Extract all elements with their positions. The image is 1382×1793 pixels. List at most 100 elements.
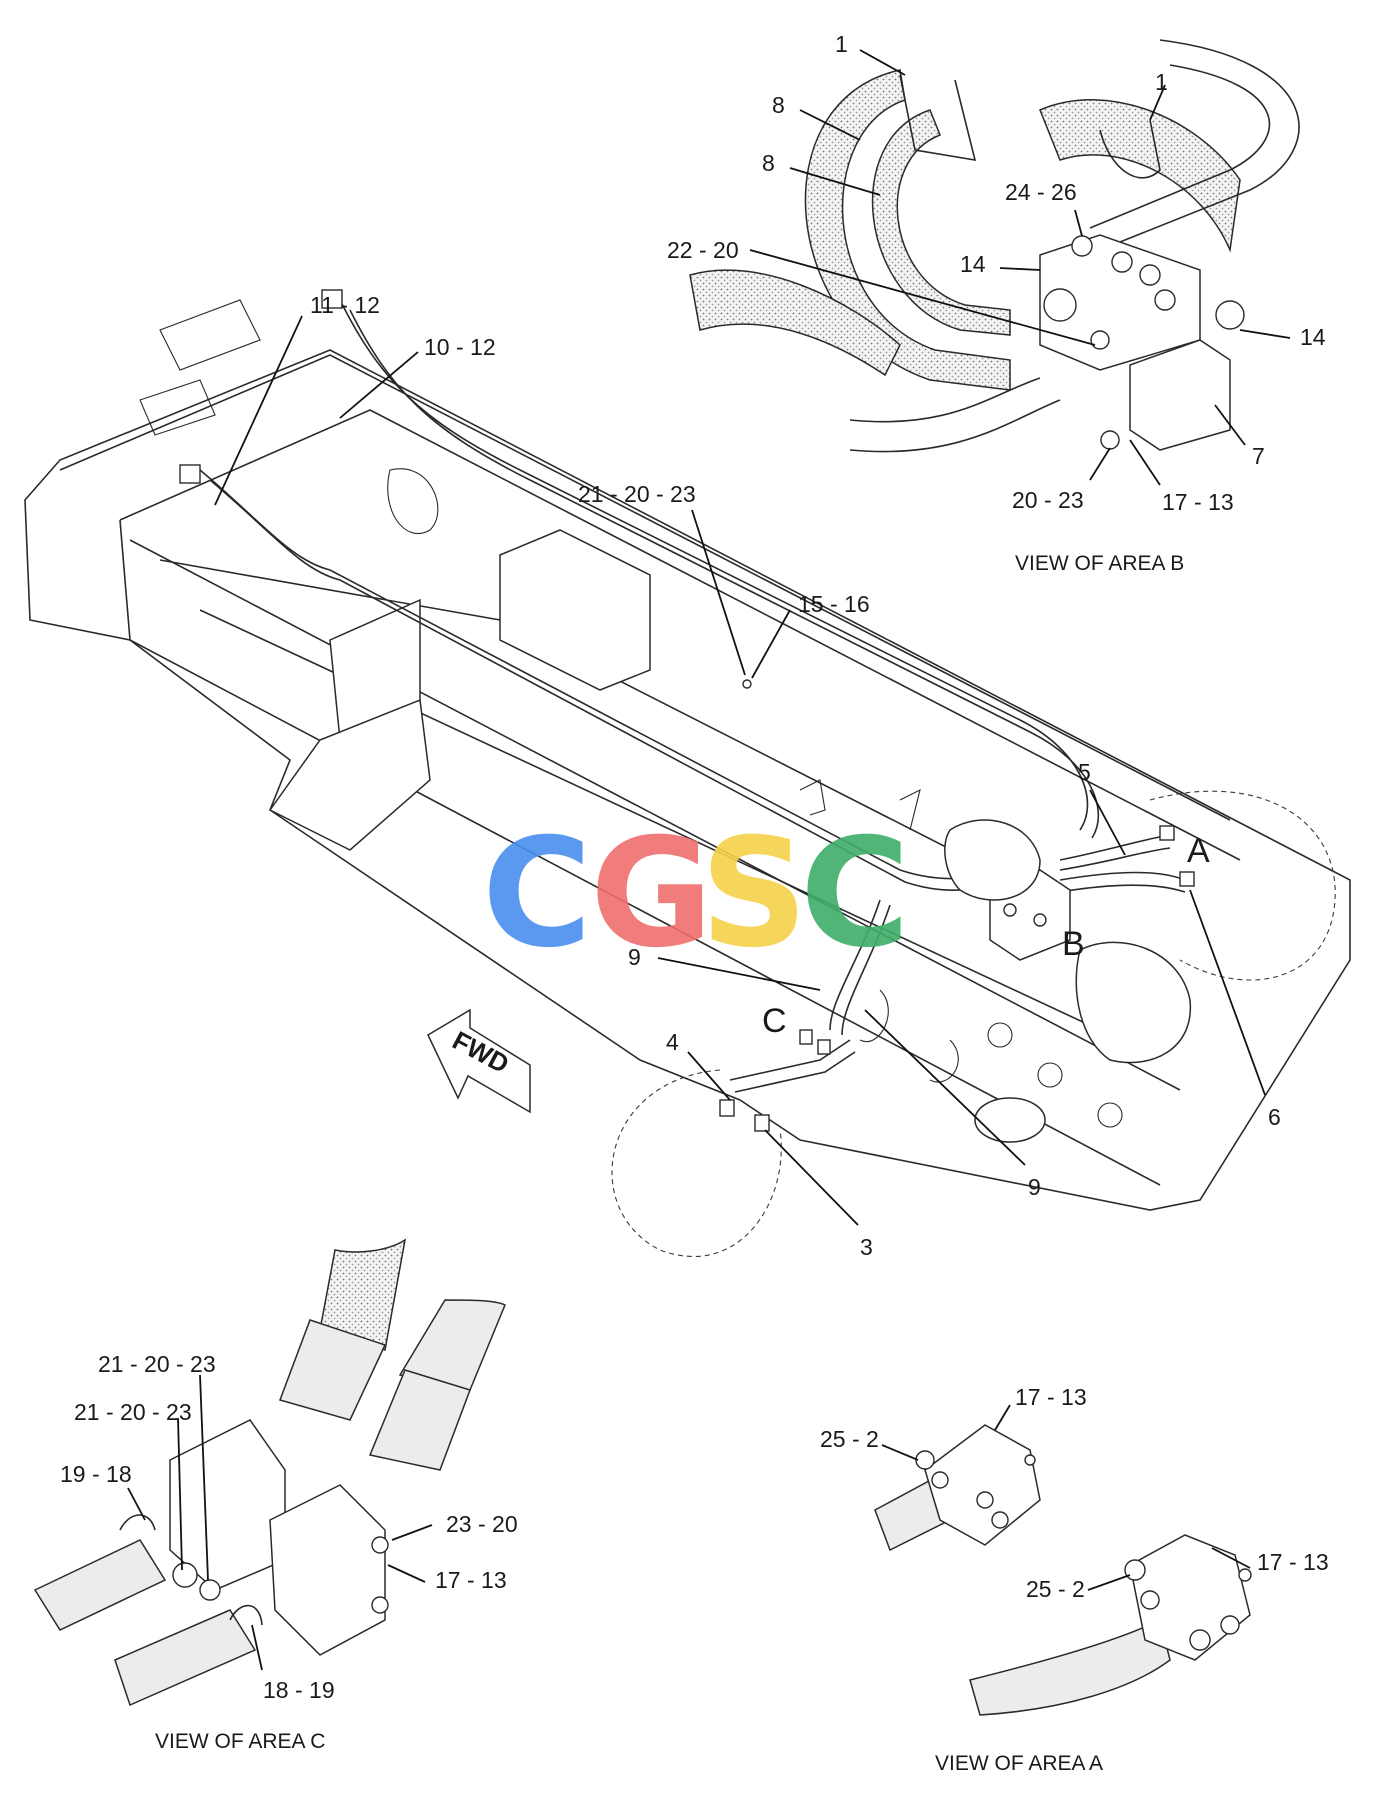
hose-right-upper bbox=[1039, 99, 1241, 253]
callout-m-11-12: 11 - 12 bbox=[310, 292, 380, 318]
callout-c-18-19: 18 - 19 bbox=[263, 1677, 335, 1703]
bolt-b3 bbox=[1139, 264, 1161, 286]
callout-m-3: 3 bbox=[860, 1234, 873, 1260]
clamp-1-left bbox=[899, 74, 977, 161]
caption-view-area-a: VIEW OF AREA A bbox=[935, 1752, 1103, 1775]
bolt-c3 bbox=[371, 1536, 389, 1554]
leader-b-14a bbox=[999, 267, 1041, 271]
bolt-c1 bbox=[172, 1562, 198, 1588]
leader-b-8a bbox=[799, 109, 861, 141]
fitting-a-1 bbox=[1159, 825, 1175, 841]
hose-left-lower bbox=[689, 269, 901, 377]
frame-cutout-3 bbox=[859, 989, 959, 1083]
callout-a-25-2a: 25 - 2 bbox=[820, 1426, 879, 1452]
callout-b-1b: 1 bbox=[1155, 69, 1168, 95]
bolt-a6 bbox=[1124, 1559, 1146, 1581]
fitting-4 bbox=[719, 1099, 735, 1117]
view-area-b: 1 1 8 8 24 - 26 22 - 20 14 14 7 20 - 23 … bbox=[667, 31, 1326, 575]
fitting-b-right bbox=[1215, 300, 1245, 330]
leader-m-9b bbox=[864, 1009, 1026, 1166]
caption-view-area-b: VIEW OF AREA B bbox=[1015, 552, 1184, 575]
flange-a-lower bbox=[1129, 1534, 1251, 1661]
leader-b-24-26 bbox=[1074, 209, 1083, 237]
view-area-c: 21 - 20 - 23 21 - 20 - 23 19 - 18 23 - 2… bbox=[33, 1238, 518, 1753]
callout-m-15-16: 15 - 16 bbox=[798, 591, 870, 617]
leader-c-19-18 bbox=[127, 1487, 146, 1521]
leader-a-25-2b bbox=[1087, 1574, 1131, 1591]
axle-end bbox=[974, 1097, 1046, 1143]
bolt-a2 bbox=[931, 1471, 949, 1489]
watermark-letter-4: C bbox=[800, 807, 910, 981]
frame-cutout-2 bbox=[387, 468, 439, 535]
bolt-m1 bbox=[1003, 903, 1017, 917]
flange-a-upper bbox=[924, 1424, 1041, 1546]
bolt-b5 bbox=[1090, 330, 1110, 350]
callout-a-17-13a: 17 - 13 bbox=[1015, 1384, 1087, 1410]
clamp-1-right bbox=[1099, 119, 1161, 179]
frame-hole-3 bbox=[1097, 1102, 1123, 1128]
bolt-a7 bbox=[1140, 1590, 1160, 1610]
clamp-c-1 bbox=[119, 1514, 156, 1531]
leader-m-21-20-23 bbox=[691, 509, 746, 676]
watermark-letter-3: S bbox=[700, 807, 808, 981]
leader-a-17-13a bbox=[994, 1404, 1011, 1431]
leader-c-17-13 bbox=[387, 1564, 426, 1583]
tube-c-upper bbox=[33, 1539, 167, 1631]
frame-rail-bottom bbox=[119, 519, 1181, 1186]
leader-b-8b bbox=[789, 167, 881, 196]
leader-m-3 bbox=[764, 1129, 859, 1226]
callout-m-5: 5 bbox=[1078, 759, 1091, 785]
frame-outline bbox=[24, 349, 1351, 1211]
hose-loop-outer bbox=[804, 69, 1011, 391]
axle-housing-right bbox=[1149, 790, 1336, 981]
fitting-c-2 bbox=[817, 1039, 831, 1055]
hose-9 bbox=[829, 899, 891, 1036]
tube-a-lower bbox=[969, 1618, 1171, 1716]
hydraulic-line-3 bbox=[339, 299, 1089, 831]
fwd-arrow: FWD bbox=[427, 1008, 531, 1114]
differential bbox=[1075, 941, 1191, 1064]
leader-c-23-20 bbox=[391, 1524, 433, 1541]
fwd-arrow-shape bbox=[427, 1008, 531, 1114]
leader-b-14b bbox=[1239, 329, 1291, 339]
wheel-drum-left bbox=[611, 1069, 782, 1257]
callout-c-19-18: 19 - 18 bbox=[60, 1461, 132, 1487]
view-area-a: 17 - 13 25 - 2 17 - 13 25 - 2 VIEW OF AR… bbox=[820, 1384, 1329, 1775]
callout-c-21-20-23a: 21 - 20 - 23 bbox=[98, 1351, 216, 1377]
fitting-3 bbox=[754, 1114, 770, 1132]
leader-b-20-23 bbox=[1089, 447, 1111, 481]
bracket-small-1 bbox=[799, 779, 826, 816]
bolt-a3 bbox=[976, 1491, 994, 1509]
bolt-a4 bbox=[991, 1511, 1009, 1529]
area-letter-b: B bbox=[1062, 925, 1085, 963]
hose-6 bbox=[1059, 871, 1186, 893]
bolt-a10 bbox=[1238, 1568, 1252, 1582]
callout-b-22-20: 22 - 20 bbox=[667, 237, 739, 263]
leader-m-4 bbox=[687, 1051, 731, 1101]
callout-c-17-13: 17 - 13 bbox=[435, 1567, 507, 1593]
bolt-c4 bbox=[371, 1596, 389, 1614]
leader-m-11-12 bbox=[214, 315, 303, 506]
fitting-c-1 bbox=[799, 1029, 813, 1045]
tube-upper-right bbox=[1089, 39, 1300, 251]
hose-c-upper-ferrule bbox=[279, 1319, 387, 1421]
leader-m-9a bbox=[657, 957, 821, 991]
watermark-letter-1: C bbox=[482, 807, 592, 981]
block-7 bbox=[1129, 339, 1231, 451]
bolt-a8 bbox=[1189, 1629, 1211, 1651]
callout-m-21-20-23: 21 - 20 - 23 bbox=[578, 481, 696, 507]
frame-cutout-1 bbox=[139, 299, 261, 436]
leader-c-21-20-23b bbox=[177, 1417, 183, 1571]
clip-10-12 bbox=[321, 289, 343, 309]
callout-m-4: 4 bbox=[666, 1029, 679, 1055]
callout-a-17-13b: 17 - 13 bbox=[1257, 1549, 1329, 1575]
hose-loop-inner bbox=[871, 109, 1011, 336]
callout-m-6: 6 bbox=[1268, 1104, 1281, 1130]
area-letter-a: A bbox=[1187, 832, 1210, 870]
bolt-m2 bbox=[1033, 913, 1047, 927]
callout-c-23-20: 23 - 20 bbox=[446, 1511, 518, 1537]
hose-c-right bbox=[398, 1299, 506, 1391]
cross-member-1 bbox=[499, 529, 651, 691]
hose-5 bbox=[1059, 834, 1171, 871]
callout-b-20-23: 20 - 23 bbox=[1012, 487, 1084, 513]
